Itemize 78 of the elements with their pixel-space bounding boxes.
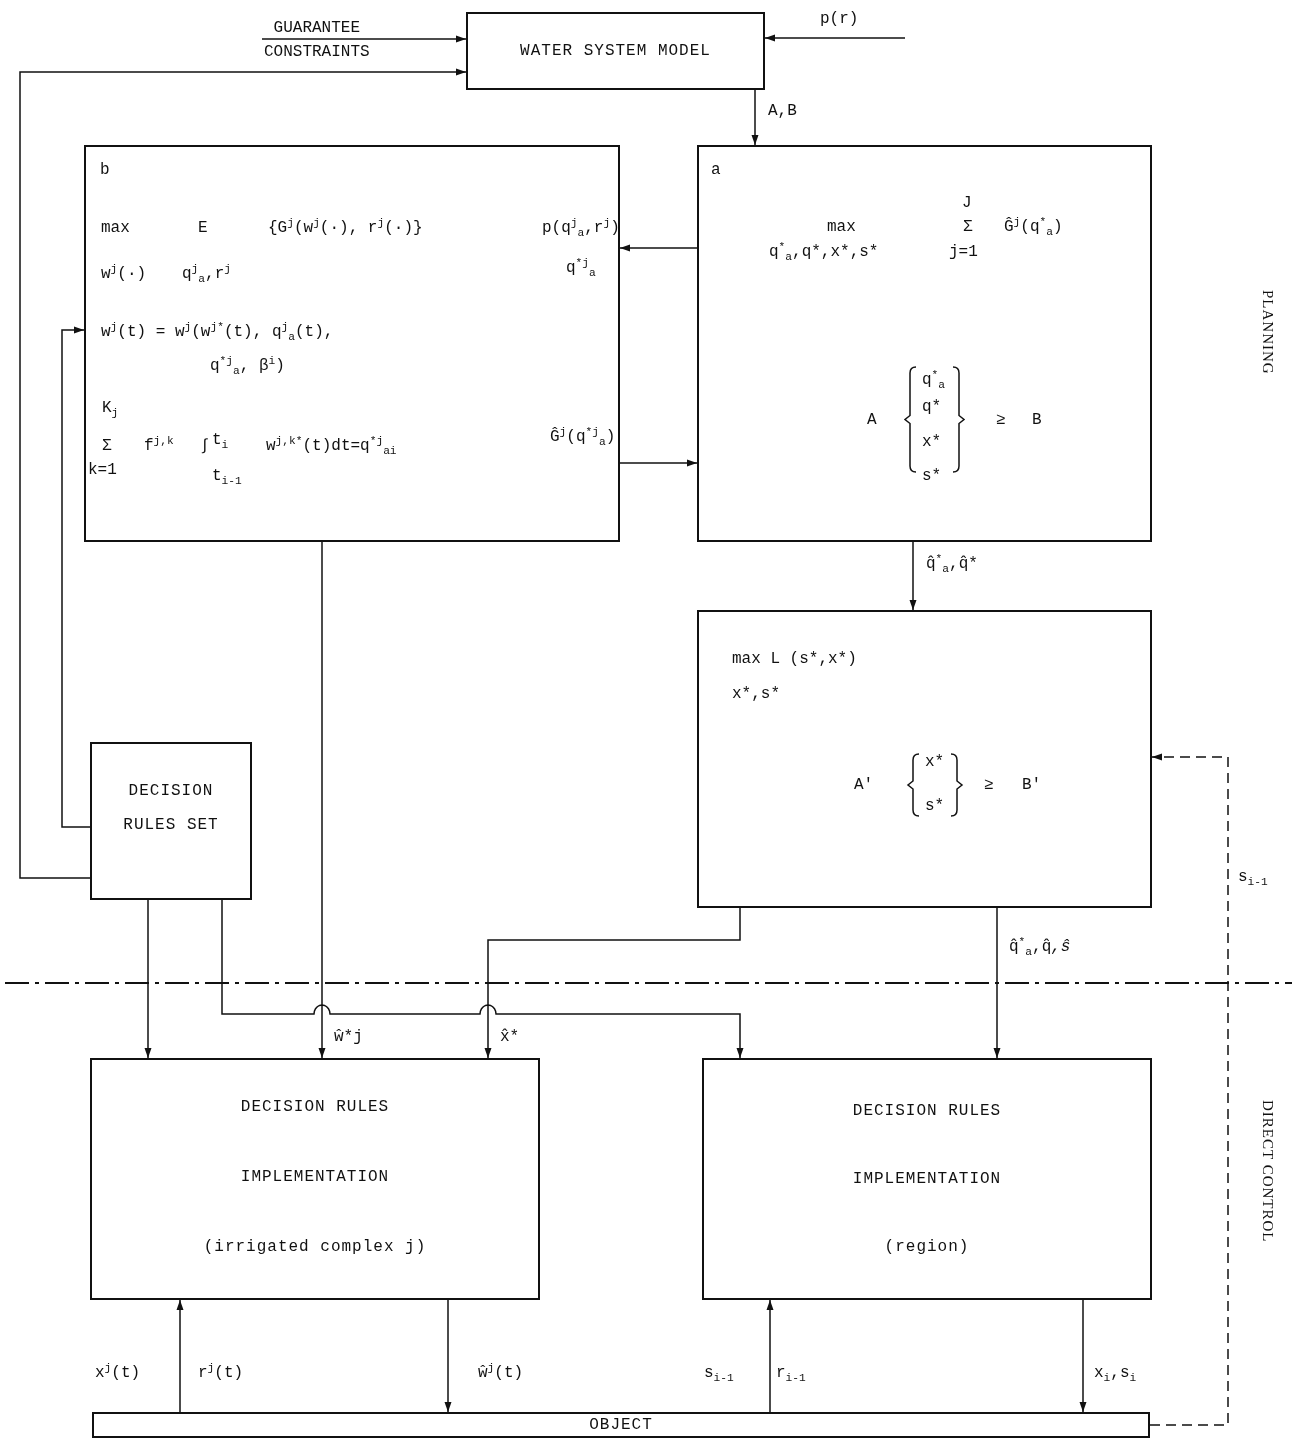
box-label: (region)	[883, 1237, 971, 1258]
box-label: DECISION RULES SET	[122, 781, 220, 836]
formula-text: a	[711, 160, 721, 181]
formula-text: k=1	[88, 460, 117, 481]
box-label: IMPLEMENTATION	[851, 1169, 1003, 1190]
formula-text: t$_{i}$	[212, 430, 229, 451]
formula-text: A'	[854, 775, 874, 796]
formula-text: max	[827, 217, 856, 238]
signal-label: x$^{j}$(t)	[95, 1362, 141, 1384]
formula-text: s*	[925, 796, 945, 817]
box-label: OBJECT	[588, 1415, 654, 1436]
formula-text: q*	[922, 397, 942, 418]
arrow	[766, 1299, 774, 1413]
process-box	[90, 1058, 540, 1300]
edge-label: GUARANTEE CONSTRAINTS	[263, 18, 371, 63]
process-box	[702, 1058, 1152, 1300]
section-label: DIRECT CONTROL	[1259, 1100, 1276, 1243]
formula-text: w$^{j}$(t) = w$^{j}$(w$^{j*}$(t), q$^{j}$$_{a}$(t),	[101, 321, 334, 343]
formula-text: E	[198, 218, 208, 239]
formula-text: q$^{*}$$_{a}$,q*,x*,s*	[769, 241, 879, 263]
formula-text: ≥	[996, 410, 1006, 431]
arrow	[318, 541, 326, 1059]
formula-text: j=1	[949, 242, 978, 263]
process-box	[84, 145, 620, 542]
formula-text: K$_{j}$	[102, 398, 119, 419]
arrow	[909, 541, 917, 611]
edge-label: q̂$^{*}$$_{a}$,q̂,ŝ	[1007, 936, 1073, 958]
arrow	[261, 35, 467, 43]
signal-label: s$_{i-1}$	[704, 1363, 734, 1384]
formula-text: q$^{*j}$$_{a}$, β$^{i}$)	[210, 355, 285, 377]
formula-text: t$_{i-1}$	[212, 466, 242, 487]
arrow	[19, 68, 467, 879]
signal-label: r$_{i-1}$	[776, 1363, 806, 1384]
formula-text: x*,s*	[732, 684, 780, 705]
box-label: (irrigated complex j)	[202, 1237, 428, 1258]
arrow	[144, 899, 152, 1059]
formula-text: q$^{j}$$_{a}$,r$^{j}$	[182, 263, 231, 285]
formula-text: A	[867, 410, 877, 431]
formula-text: Σ	[102, 436, 112, 457]
formula-text: b	[100, 160, 110, 181]
arrow	[751, 89, 759, 146]
formula-text: ∫	[200, 436, 210, 457]
formula-text: x*	[925, 752, 945, 773]
arrow	[1079, 1299, 1087, 1413]
arrow	[176, 1299, 184, 1413]
dashed-arrow	[1149, 753, 1229, 1426]
section-label: PLANNING	[1259, 290, 1276, 375]
arrow	[221, 899, 744, 1059]
arrow	[61, 326, 91, 828]
arrow	[764, 34, 906, 42]
formula-text: Ĝ$^{j}$(q$^{*}$$_{a}$)	[1004, 216, 1063, 238]
formula-text: B	[1032, 410, 1042, 431]
formula-text: f$^{j,k}$	[144, 435, 174, 457]
formula-text: x*	[922, 432, 942, 453]
arrow	[619, 244, 698, 252]
formula-text: s*	[922, 466, 942, 487]
process-box	[90, 742, 252, 900]
object-box	[92, 1412, 1150, 1438]
box-label: DECISION RULES	[239, 1097, 391, 1118]
process-box	[697, 610, 1152, 908]
arrow	[484, 907, 741, 1059]
signal-label: r$^{j}$(t)	[198, 1362, 244, 1384]
box-label: DECISION RULES	[851, 1101, 1003, 1122]
process-box	[697, 145, 1152, 542]
formula-text: w$^{j}$(·)	[101, 263, 147, 285]
arrow	[444, 1299, 452, 1413]
box-label: IMPLEMENTATION	[239, 1167, 391, 1188]
formula-text: max	[101, 218, 130, 239]
box-label: WATER SYSTEM MODEL	[519, 41, 712, 62]
formula-text: ≥	[984, 775, 994, 796]
formula-text: max L (s*,x*)	[732, 649, 857, 670]
process-box	[466, 12, 765, 90]
formula-text: B'	[1022, 775, 1042, 796]
formula-text: {G$^{j}$(w$^{j}$(·), r$^{j}$(·)}	[268, 217, 423, 239]
formula-text: Σ	[963, 217, 973, 238]
arrow	[619, 459, 698, 467]
arrow	[993, 907, 1001, 1059]
formula-text: J	[962, 193, 972, 214]
